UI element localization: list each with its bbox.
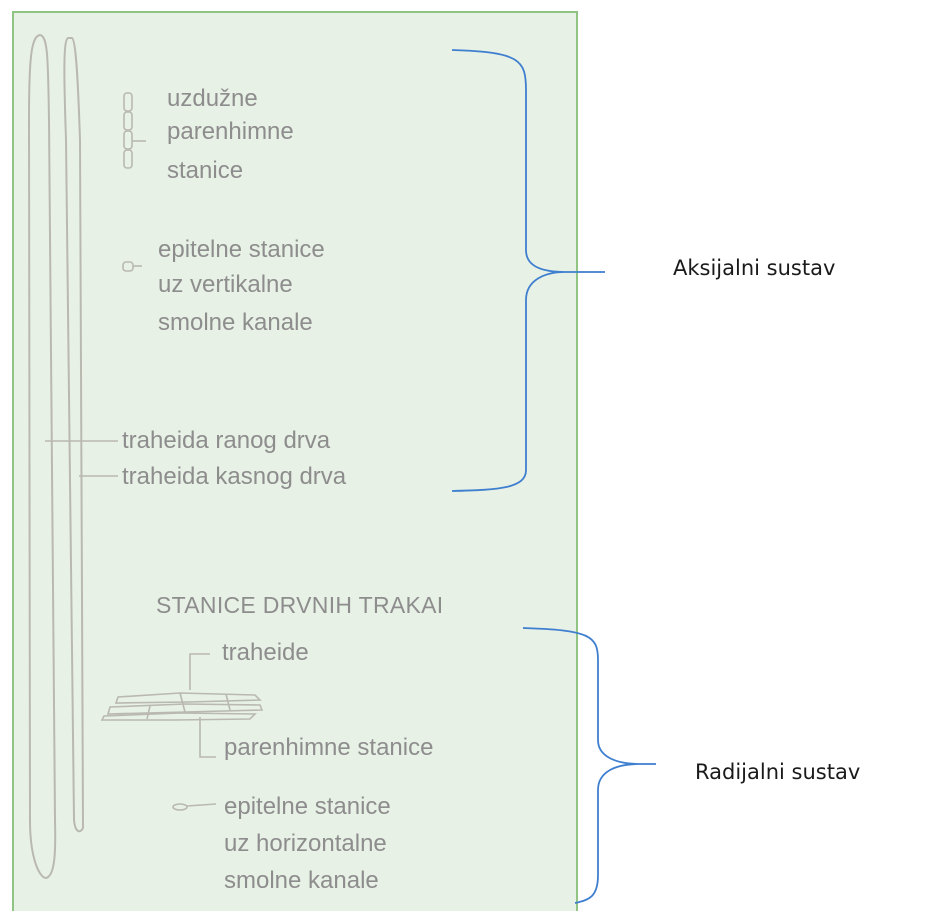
axial-bracket — [451, 49, 605, 492]
specimen-panel — [12, 11, 578, 911]
tracheid-latewood-cell — [63, 37, 85, 833]
tracheid-earlywood-cell — [27, 33, 57, 880]
epithelial-cell-horizontal — [172, 803, 217, 811]
label-traheide: traheide — [222, 639, 309, 666]
label-epitel-vertical-line1: epitelne stanice — [158, 236, 325, 263]
label-stanice-drvnih-trakai: STANICE DRVNIH TRAKAI — [156, 592, 444, 618]
label-traheida-ranog-drva: traheida ranog drva — [122, 427, 331, 454]
label-parenhimne-stanice: parenhimne stanice — [224, 734, 434, 761]
label-epitel-horizontal-line3: smolne kanale — [224, 867, 379, 894]
label-uzduzne-line2: parenhimne — [167, 118, 294, 145]
label-epitel-horizontal-line1: epitelne stanice — [224, 793, 391, 820]
label-aksijalni-sustav: Aksijalni sustav — [673, 256, 836, 280]
ray-cells — [100, 692, 264, 721]
label-traheida-kasnog-drva: traheida kasnog drva — [122, 463, 347, 490]
leader-parenhimne-stanice — [199, 717, 216, 758]
label-epitel-vertical-line2: uz vertikalne — [158, 271, 293, 298]
epithelial-cell-vertical — [122, 261, 142, 272]
leader-traheide — [189, 653, 210, 690]
label-radijalni-sustav: Radijalni sustav — [695, 760, 861, 784]
label-epitel-horizontal-line2: uz horizontalne — [224, 830, 387, 857]
label-uzduzne-line1: uzdužne — [167, 85, 258, 112]
label-epitel-vertical-line3: smolne kanale — [158, 309, 313, 336]
longitudinal-parenchyma-cells — [123, 92, 146, 169]
radial-bracket — [522, 627, 656, 904]
label-uzduzne-line3: stanice — [167, 157, 244, 184]
